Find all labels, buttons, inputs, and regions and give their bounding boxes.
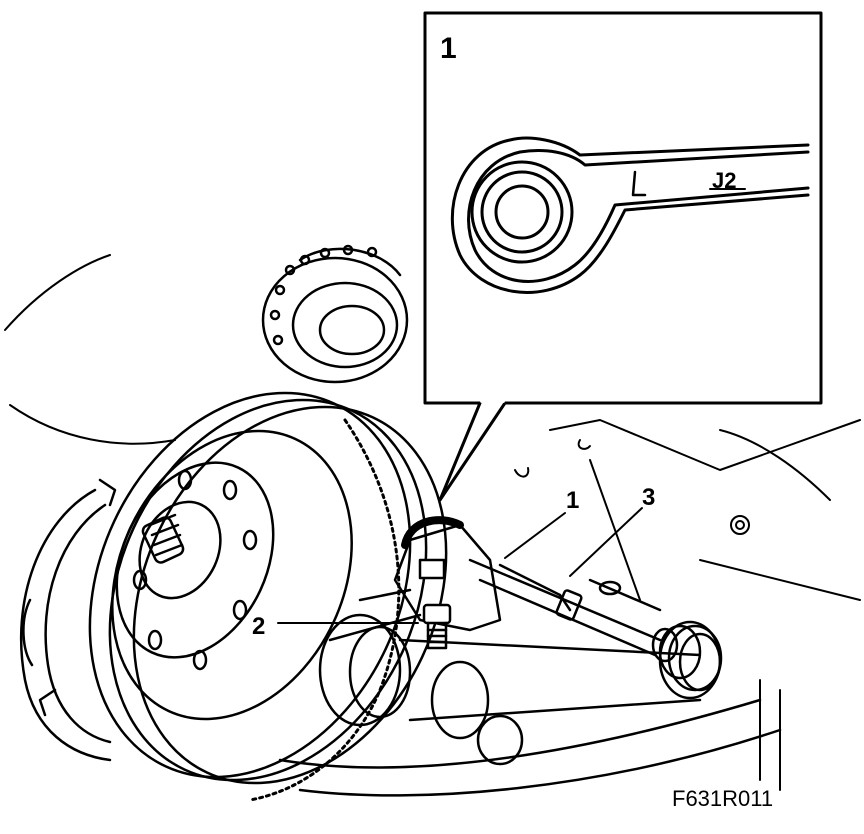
subframe-lines bbox=[514, 419, 861, 791]
inset-panel: 1 J2 bbox=[423, 11, 823, 502]
wheel-arch-outline bbox=[9, 404, 176, 445]
figure-code: F631R011 bbox=[672, 786, 773, 811]
tie-rod bbox=[468, 558, 662, 657]
disc-vent-pattern bbox=[248, 418, 401, 802]
wrench-tool-icon bbox=[450, 136, 810, 294]
inset-pointer bbox=[438, 401, 507, 502]
tie-rod-end bbox=[328, 516, 502, 642]
callout-1: 1 bbox=[566, 487, 579, 514]
brake-shield bbox=[19, 478, 117, 762]
driveshaft-boot-upper bbox=[261, 244, 409, 384]
hub-nut bbox=[141, 513, 185, 564]
brake-disc bbox=[88, 391, 448, 785]
lower-control-arm bbox=[278, 698, 782, 797]
wheel-arch-curve bbox=[4, 254, 111, 331]
callout-3-leader bbox=[569, 507, 643, 577]
ball-joint-stud bbox=[422, 603, 452, 650]
inset-number: 1 bbox=[440, 32, 457, 65]
inner-boot bbox=[651, 624, 723, 692]
callout-2: 2 bbox=[252, 613, 265, 640]
callout-3: 3 bbox=[642, 484, 655, 511]
callout-1-leader bbox=[504, 512, 566, 559]
